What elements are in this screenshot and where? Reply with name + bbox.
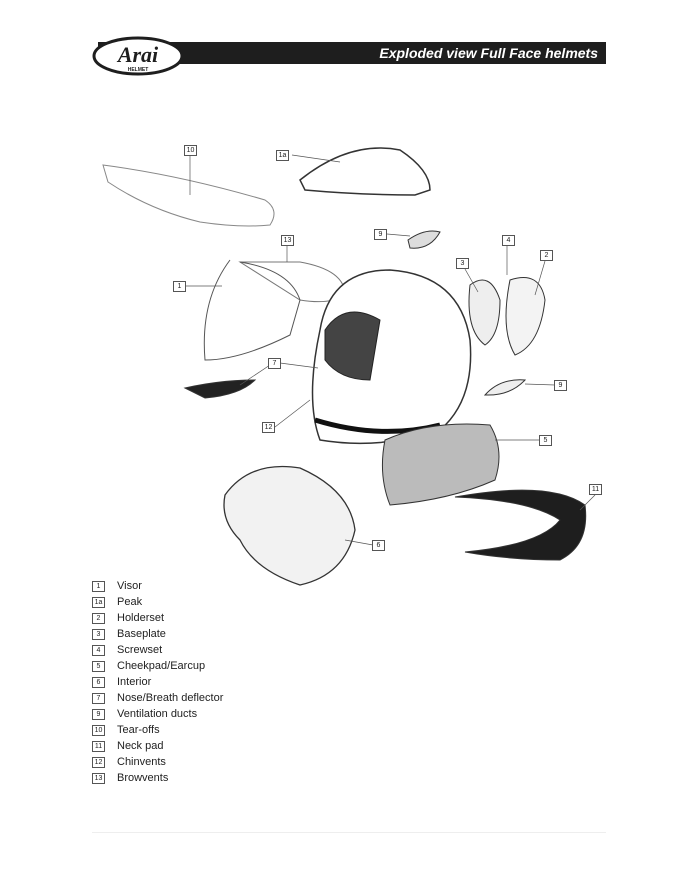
arai-logo: Arai HELMET — [92, 36, 184, 76]
baseplate-part — [468, 279, 501, 346]
cheekpad-part — [381, 423, 500, 506]
interior-part — [223, 465, 356, 586]
callout-11: 11 — [589, 484, 602, 495]
callout-1a: 1a — [276, 150, 289, 161]
visor-part — [203, 259, 301, 361]
vent-duct-top — [407, 230, 441, 249]
svg-text:Arai: Arai — [116, 42, 159, 67]
callout-10: 10 — [184, 145, 197, 156]
callout-13: 13 — [281, 235, 294, 246]
tear-offs-part — [102, 164, 275, 227]
callout-3: 3 — [456, 258, 469, 269]
callout-1: 1 — [173, 281, 186, 292]
holderset-part — [505, 277, 546, 356]
nose-deflector-part — [183, 379, 257, 399]
vent-duct-side — [483, 379, 527, 396]
footer-divider — [92, 832, 606, 833]
callout-6: 6 — [372, 540, 385, 551]
callout-2: 2 — [540, 250, 553, 261]
callout-5: 5 — [539, 435, 552, 446]
exploded-diagram — [102, 147, 596, 586]
browvents-part — [238, 261, 346, 303]
header-bar: Exploded view Full Face helmets — [98, 42, 606, 64]
callout-4: 4 — [502, 235, 515, 246]
callout-9-top: 9 — [374, 229, 387, 240]
page-title: Exploded view Full Face helmets — [379, 45, 598, 61]
peak-part — [299, 147, 431, 196]
callout-12: 12 — [262, 422, 275, 433]
callout-7: 7 — [268, 358, 281, 369]
svg-text:HELMET: HELMET — [128, 67, 149, 73]
callout-9-side: 9 — [554, 380, 567, 391]
neck-pad-part — [454, 489, 587, 561]
